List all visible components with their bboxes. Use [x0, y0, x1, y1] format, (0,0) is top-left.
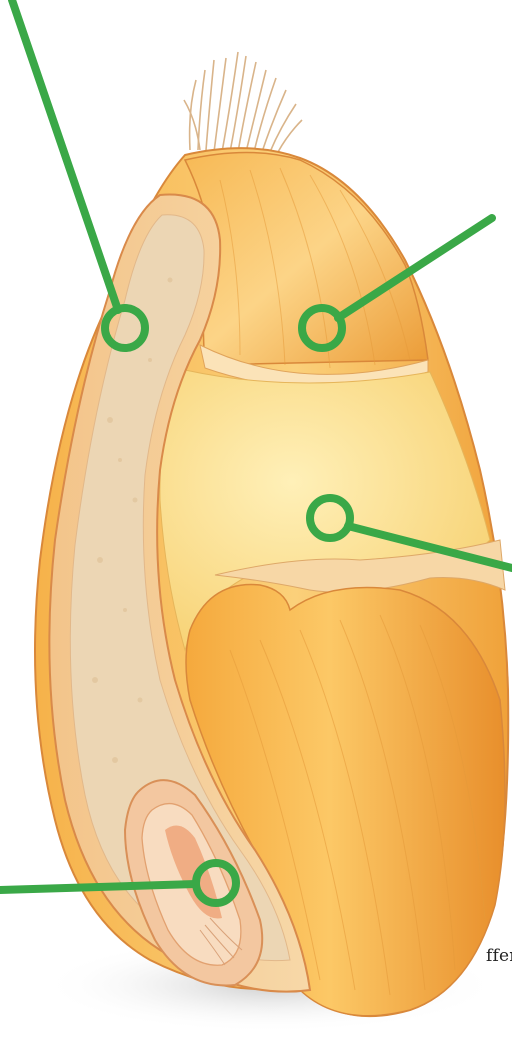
- leader-line-top-left: [12, 0, 118, 310]
- cropped-caption-text: ffer: [486, 946, 512, 966]
- brush-bristles: [184, 52, 302, 152]
